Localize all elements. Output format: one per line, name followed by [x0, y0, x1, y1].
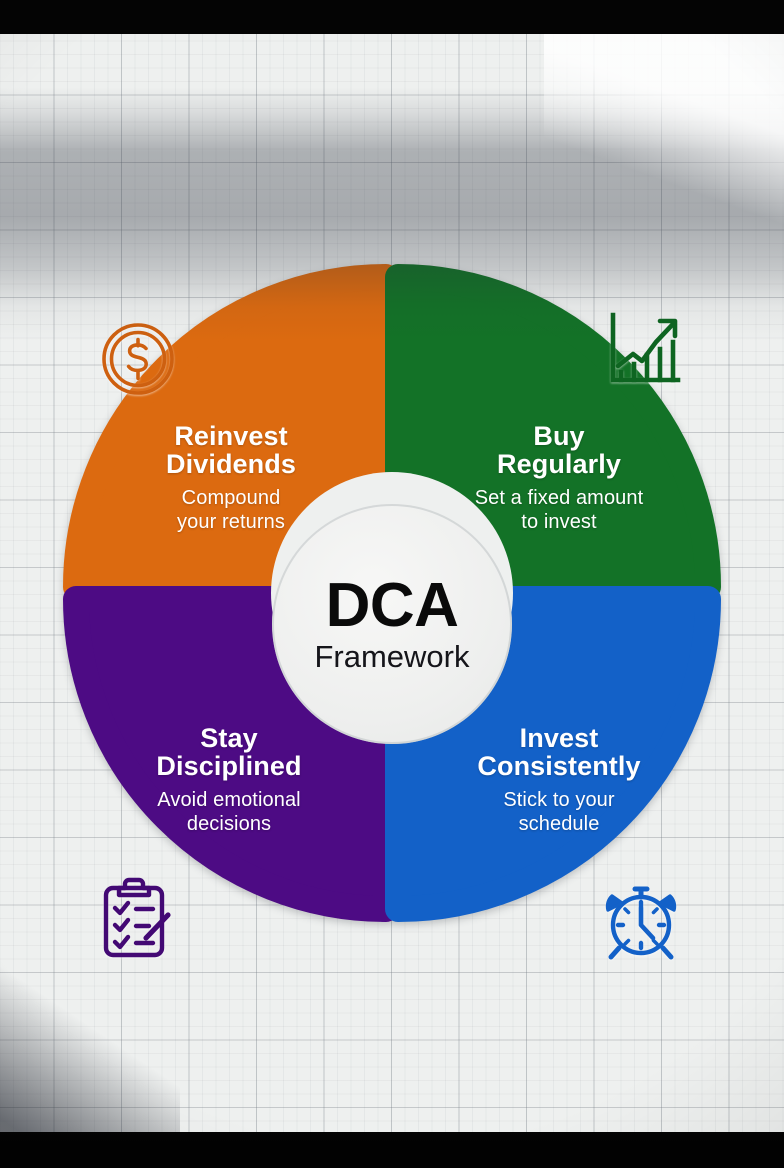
- quadrant-label-stay-disciplined: Stay Disciplined Avoid emotional decisio…: [116, 724, 342, 836]
- quadrant-subtitle-line2: decisions: [186, 812, 272, 835]
- center-hub: DCA Framework: [272, 504, 512, 744]
- quadrant-subtitle-line1: Compound: [181, 487, 281, 510]
- growth-chart-icon: [604, 309, 684, 389]
- quadrant-subtitle-line1: Avoid emotional: [157, 789, 301, 812]
- letterbox-bar-bottom: [0, 1132, 784, 1168]
- grid-paper-background: Reinvest Dividends Compound your returns…: [0, 32, 784, 1132]
- quadrant-title-line1: Stay: [200, 723, 258, 753]
- quadrant-subtitle-line2: to invest: [521, 510, 597, 533]
- alarm-clock-icon: [599, 880, 683, 960]
- hub-subtitle: Framework: [314, 639, 470, 675]
- quadrant-title-line1: Reinvest: [174, 421, 288, 451]
- dollar-coin-icon: [99, 320, 177, 398]
- quadrant-subtitle-line2: your returns: [177, 510, 285, 533]
- quadrant-subtitle-line1: Set a fixed amount: [474, 487, 644, 510]
- letterbox-bar-top: [0, 0, 784, 34]
- quadrant-label-invest-consistently: Invest Consistently Stick to your schedu…: [440, 724, 678, 836]
- quadrant-title-line2: Dividends: [166, 449, 296, 480]
- quadrant-title-line1: Buy: [533, 421, 585, 451]
- hub-title: DCA: [325, 570, 459, 640]
- quadrant-label-buy-regularly: Buy Regularly Set a fixed amount to inve…: [440, 422, 678, 534]
- quadrant-title-line2: Regularly: [497, 449, 621, 480]
- quadrant-label-reinvest-dividends: Reinvest Dividends Compound your returns: [118, 422, 344, 534]
- quadrant-title-line1: Invest: [519, 723, 599, 753]
- quadrant-subtitle-line1: Stick to your: [503, 789, 615, 812]
- quadrant-subtitle-line2: schedule: [518, 812, 600, 835]
- quadrant-title-line2: Consistently: [477, 751, 641, 782]
- clipboard-checklist-icon: [99, 875, 175, 961]
- quadrant-title-line2: Disciplined: [156, 751, 302, 782]
